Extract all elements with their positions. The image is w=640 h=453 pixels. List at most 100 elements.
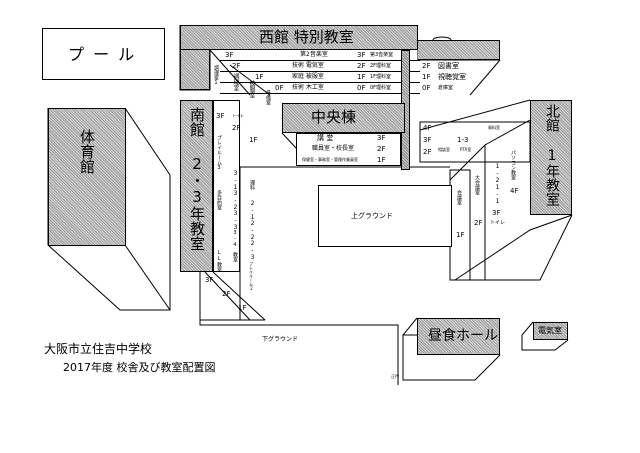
room: 技術 木工室 [292, 84, 324, 91]
room-3-3: 3-3 [232, 210, 239, 231]
toilet: トイレ [490, 220, 506, 226]
electric-room: 電気室 [533, 322, 568, 340]
room-3-1: 3-1 [232, 170, 239, 191]
floor-label: 2F [423, 148, 432, 156]
central-building: 中央棟 [282, 103, 405, 133]
pool-label: プ ー ル [68, 45, 137, 64]
room: 調理室 [232, 73, 239, 91]
floor-label: 2F [222, 290, 231, 298]
floor-label: 1F [377, 156, 386, 164]
floor-label: 1F [249, 136, 258, 144]
room-1-3: 1-3 [457, 136, 469, 144]
gym: 体育館 [48, 108, 126, 246]
room: 技術 電気室 [292, 62, 324, 69]
floor-label: 1F [238, 304, 247, 312]
room: 家庭 被服室 [292, 73, 324, 80]
north-building-title: 北館 1年教室 [544, 104, 560, 206]
south-building: 南館 2・3年教室 [180, 100, 213, 272]
room: 準備室 [265, 90, 271, 105]
west-building: 西館 特別教室 [180, 25, 418, 50]
west-building-title: 西館 特別教室 [259, 28, 354, 46]
room: 相談室 [438, 147, 450, 152]
floor-label: 2F [232, 124, 241, 132]
floor-label: 4F [423, 124, 432, 132]
library-roof [418, 40, 500, 60]
room-auditorium: 講 堂 [317, 134, 334, 142]
room-3-4: 3-4 [232, 230, 238, 248]
school-name: 大阪市立住吉中学校 [44, 342, 153, 356]
room-staff: 職員室・校長室 [312, 145, 355, 152]
room-1-2: 1-2 [494, 163, 501, 184]
floor-label: 0F [275, 84, 284, 92]
room: PTA室 [460, 147, 472, 152]
floor-label: 2F [422, 62, 431, 70]
floor-label: 0F [422, 84, 431, 92]
floor-label: 0F [357, 84, 366, 92]
room: 大会議室 [474, 175, 480, 195]
floor-label: 3F [423, 136, 432, 144]
lower-ground-label: 下グラウンド [262, 336, 299, 343]
floor-label: 3F [225, 51, 234, 59]
west-row: 3F 第2音楽室 3F 第3音楽室 [220, 50, 420, 61]
room: 1F理科室 [370, 74, 392, 80]
room: 0F理科室 [370, 85, 392, 91]
south-rooms-a [213, 100, 240, 272]
room: プレイルーム2 [249, 262, 254, 291]
gym-label: 体育館 [78, 129, 96, 174]
room-library: 図書室 [438, 62, 459, 70]
room: 調理室1 [213, 65, 219, 86]
floor-label: 3F [216, 112, 225, 120]
floor-label: 3F [357, 51, 366, 59]
room: プレイルーム3 [216, 135, 222, 171]
map-subtitle: 2017年度 校舎及び教室配置図 [63, 361, 216, 374]
room: LL教室 [216, 250, 222, 272]
floor-label: 2F [232, 62, 241, 70]
floor-label: 1F [357, 73, 366, 81]
west-corner [180, 50, 210, 90]
electric-room-label: 電気室 [538, 326, 562, 335]
room: 第3音楽室 [370, 52, 394, 58]
room-2-2: 2-2 [249, 220, 256, 241]
lunch-hall-label: 昼食ホール [428, 328, 498, 344]
floor-label: 2F [357, 62, 366, 70]
room: 第2音楽室 [300, 51, 328, 58]
main-gate: 正門 [391, 374, 399, 379]
west-row: 1F 家庭 被服室 1F 1F理科室 [220, 72, 420, 83]
room: 会議室 [456, 190, 462, 205]
central-building-title: 中央棟 [311, 108, 357, 126]
floor-label: 3F [205, 276, 214, 284]
west-row: 2F 技術 電気室 2F 2F理科室 [220, 61, 420, 72]
room: 保健室・事務室・管理作業員室 [302, 157, 358, 162]
room: 2F理科室 [370, 63, 392, 69]
pool: プ ー ル [42, 28, 165, 80]
lunch-hall: 昼食ホール [417, 318, 500, 355]
central-rows: 講 堂 3F 職員室・校長室 2F 保健室・事務室・管理作業員室 1F [296, 133, 401, 166]
upper-ground: 上グラウンド [318, 185, 452, 247]
floor-label: 3F [492, 209, 501, 217]
floor-label: 1F [255, 73, 264, 81]
floor-label: 1F [456, 231, 465, 239]
upper-ground-label: 上グラウンド [351, 212, 393, 220]
room-av: 視聴覚室 [438, 73, 466, 81]
room: 倉庫室 [438, 85, 454, 91]
room: 資料室 [488, 125, 500, 130]
room-3-2: 3-2 [232, 190, 239, 211]
floor-label: 2F [474, 219, 483, 227]
north-building: 北館 1年教室 [530, 100, 572, 215]
south-building-title: 南館 2・3年教室 [188, 107, 206, 251]
floor-label: 2F [377, 145, 386, 153]
room-2-1: 2-1 [249, 200, 256, 221]
room-pc: パソコン教室 [510, 150, 516, 180]
room: 被服室 [248, 80, 255, 98]
west-row: 0F 技術 木工室 0F 0F理科室 [220, 83, 420, 94]
room: 理科 [249, 180, 255, 190]
room: 教室 [232, 252, 238, 262]
floor-label: 3F [377, 134, 386, 142]
floor-label: 4F [510, 187, 519, 195]
floor-label: 1F [422, 73, 431, 81]
toilet: トイレ [232, 113, 244, 118]
room-2-3: 2-3 [249, 240, 256, 261]
room: 多目的室 [216, 190, 222, 210]
